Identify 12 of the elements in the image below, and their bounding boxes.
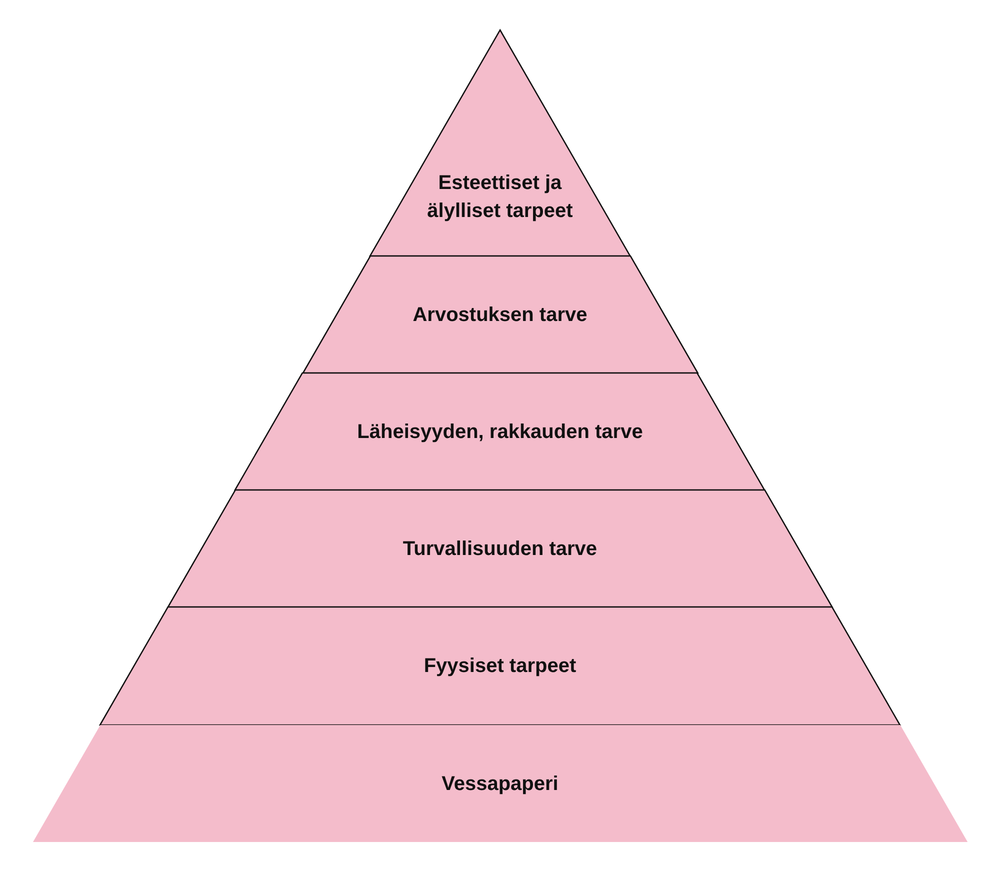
- pyramid-tier: [235, 373, 765, 490]
- tier-label: Esteettiset ja älylliset tarpeet: [426, 171, 574, 224]
- pyramid-tier: [168, 490, 832, 607]
- tier-label: Läheisyyden, rakkauden tarve: [356, 420, 644, 444]
- tier-label: Turvallisuuden tarve: [402, 536, 598, 562]
- pyramid-tier: [100, 607, 900, 725]
- pyramid-tier: [370, 30, 630, 256]
- tier-label: Arvostuksen tarve: [412, 302, 588, 328]
- pyramid-tier: [302, 256, 698, 373]
- tier-label: Vessapaperi: [440, 772, 560, 796]
- tier-label: Fyysiset tarpeet: [422, 654, 578, 679]
- pyramid-tier: [32, 725, 968, 842]
